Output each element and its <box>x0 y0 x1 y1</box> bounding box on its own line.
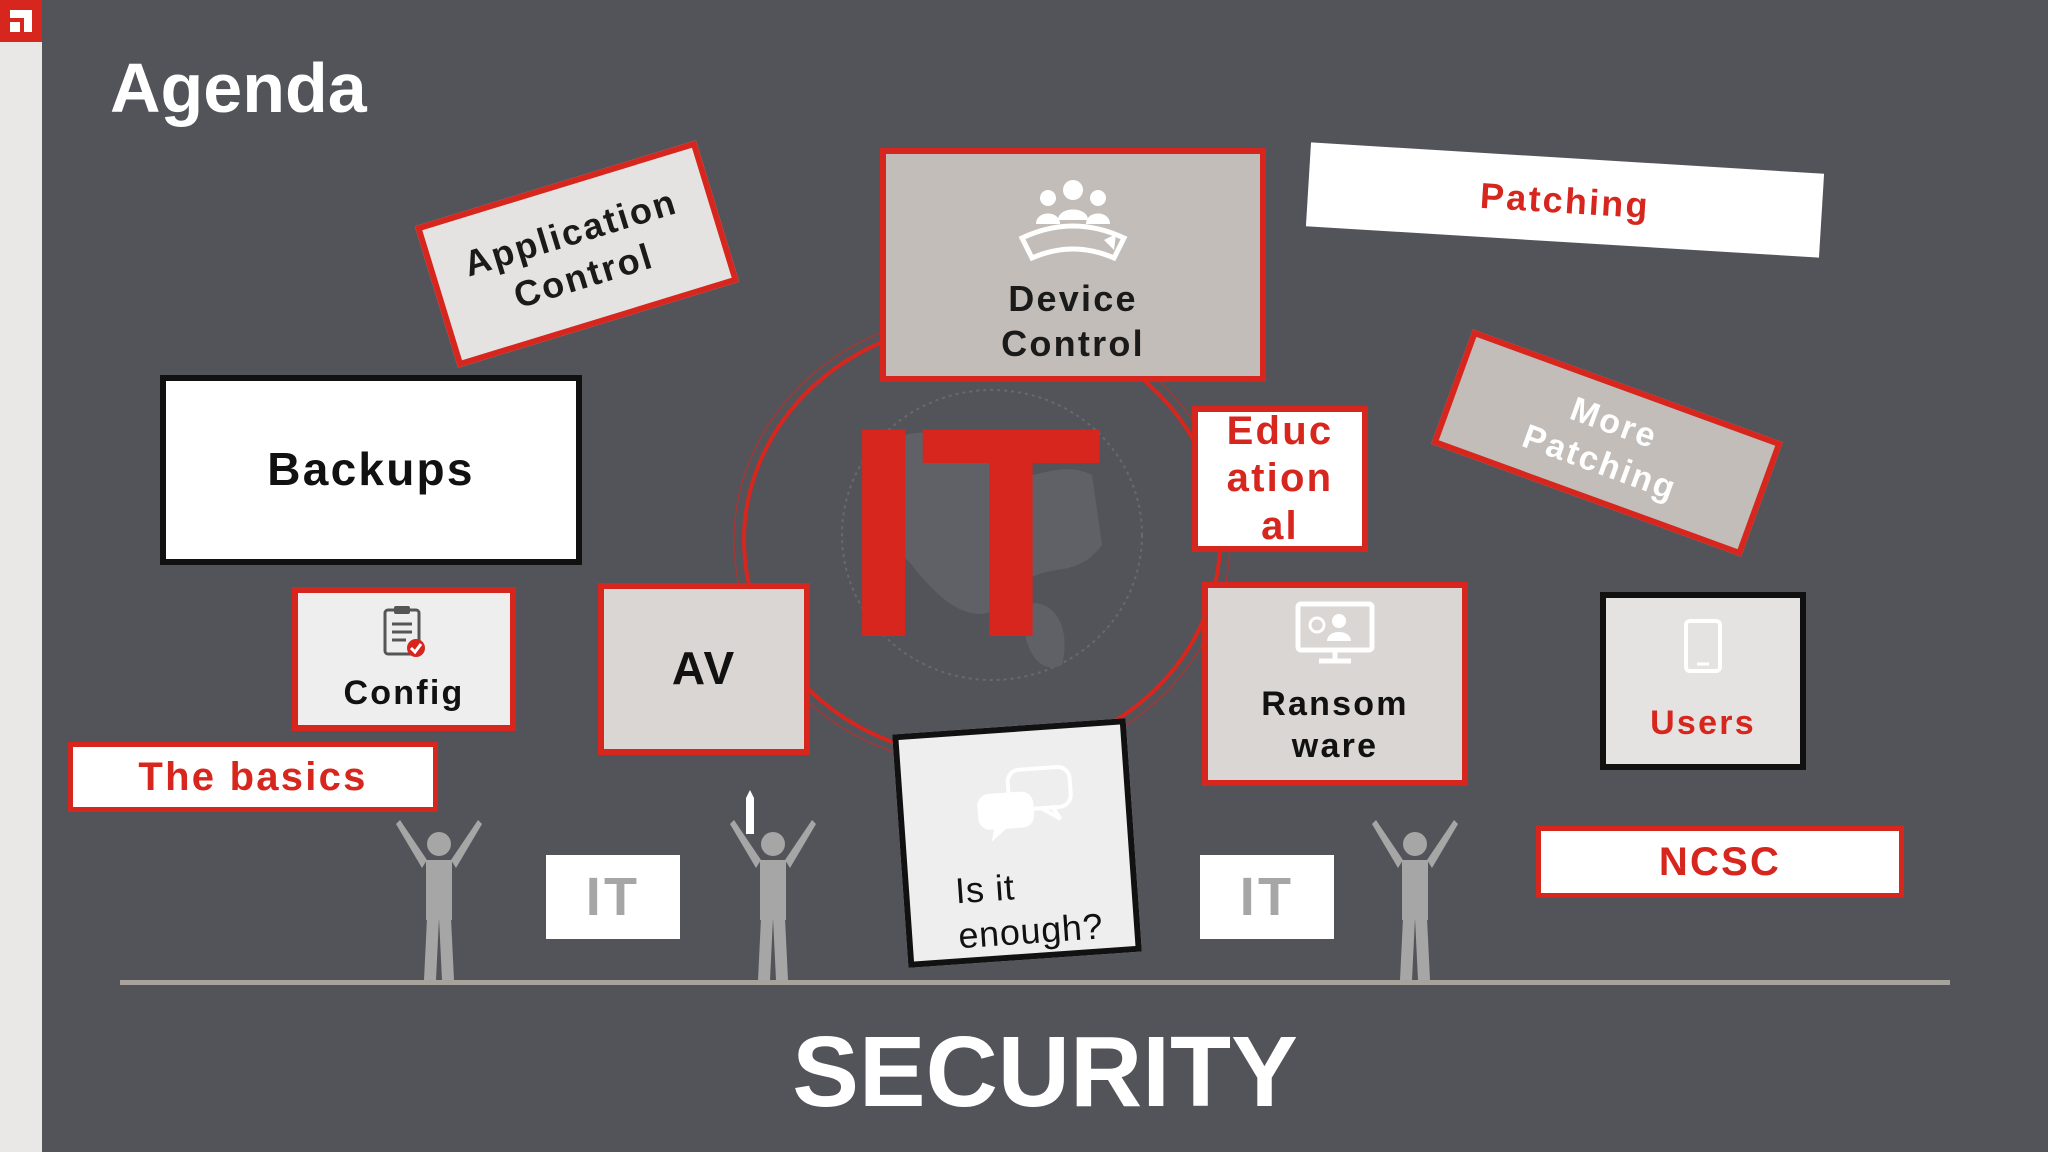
pencil-icon <box>746 790 754 834</box>
box-label: Users <box>1650 703 1756 742</box>
monitor-user-icon <box>1295 601 1375 663</box>
box-device-control: Device Control <box>880 148 1266 382</box>
box-label: Educ ation al <box>1226 409 1334 548</box>
box-educational: Educ ation al <box>1192 406 1368 552</box>
box-is-it-enough: Is it enough? <box>892 718 1142 968</box>
box-label: AV <box>671 642 737 695</box>
box-label: Backups <box>267 443 475 496</box>
box-label: Device Control <box>1001 278 1145 364</box>
it-badge-left: IT <box>546 855 680 939</box>
slide-title: Agenda <box>110 49 367 127</box>
person-figure-icon <box>730 820 816 980</box>
box-label: Is it enough? <box>953 866 1105 957</box>
speech-bubbles-icon <box>977 765 1073 842</box>
person-figure-icon <box>396 820 482 980</box>
box-patching: Patching <box>1305 142 1825 258</box>
box-label: Application Control <box>458 180 682 317</box>
box-application-control: Application Control <box>414 140 740 368</box>
box-backups: Backups <box>160 375 582 565</box>
box-label: More Patching <box>1517 389 1683 509</box>
box-label: NCSC <box>1658 840 1782 884</box>
box-label: Ransom ware <box>1261 684 1409 766</box>
person-figure-icon <box>1372 820 1458 980</box>
box-label: Config <box>343 673 465 712</box>
globe-icon <box>841 389 1143 681</box>
box-users: Users <box>1600 592 1806 770</box>
brand-logo <box>0 0 42 42</box>
box-more-patching: More Patching <box>1431 329 1783 557</box>
tablet-icon <box>1684 618 1722 673</box>
security-label: SECURITY <box>792 1016 1298 1128</box>
ground-line <box>120 980 1950 985</box>
box-label: Patching <box>1478 174 1652 226</box>
meeting-group-icon <box>1018 180 1128 262</box>
box-config: Config <box>292 587 516 731</box>
it-badge-right: IT <box>1200 855 1334 939</box>
box-av: AV <box>598 583 810 755</box>
slide: Agenda IT Application Control Device Con… <box>42 0 2048 1152</box>
center-it-label: IT <box>842 364 1103 700</box>
box-ncsc: NCSC <box>1536 826 1904 898</box>
box-ransomware: Ransom ware <box>1202 582 1468 786</box>
box-label: The basics <box>138 755 368 799</box>
clipboard-check-icon <box>383 605 425 657</box>
box-the-basics: The basics <box>68 742 438 812</box>
